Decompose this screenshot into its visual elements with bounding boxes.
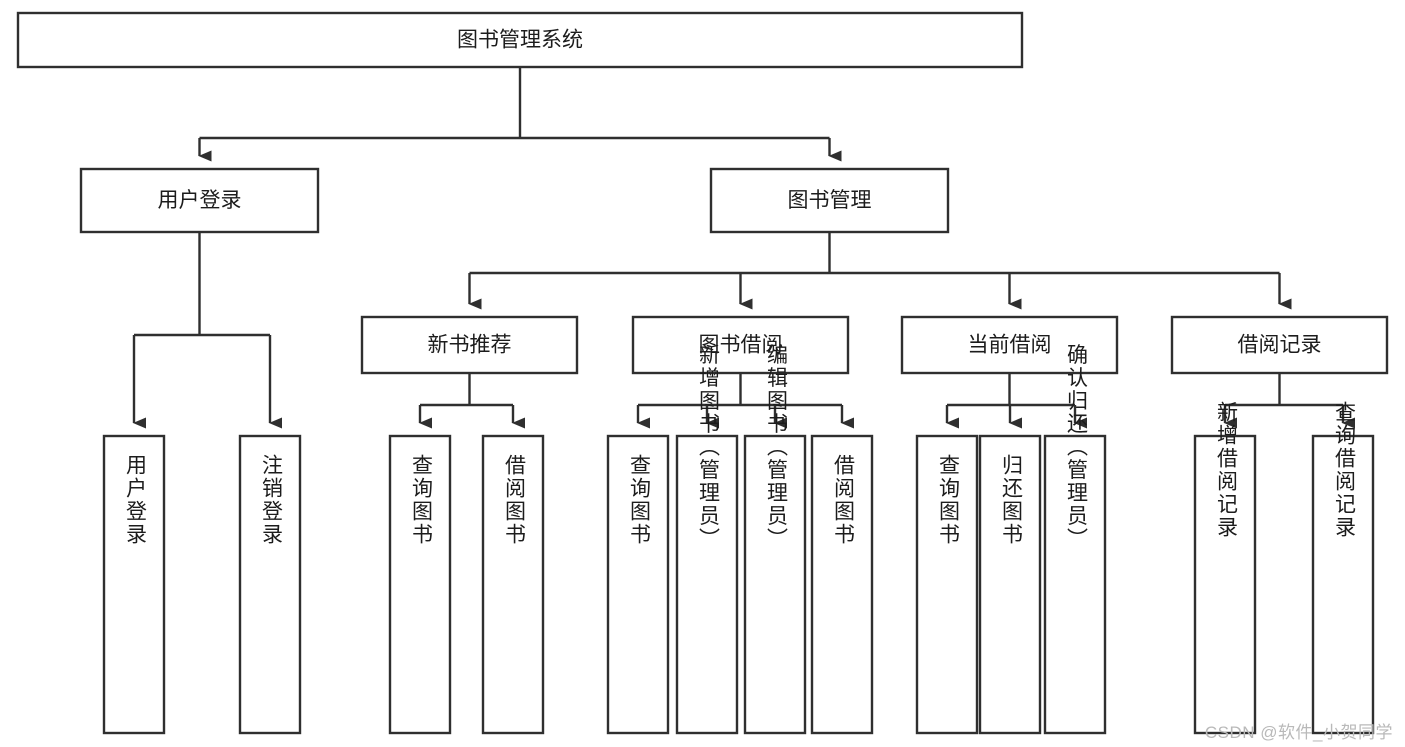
node-new-book-recommendation-label: 新书推荐 [428,334,512,357]
leaf-query-books-current-label: 查询图书 [936,454,960,546]
leaf-query-books-borrow-label: 查询图书 [627,454,651,546]
node-current-borrowing-label: 当前借阅 [968,334,1052,357]
leaf-borrow-books-recommend-box[interactable] [481,434,545,735]
leaf-return-books-box[interactable] [978,434,1042,735]
node-book-management[interactable]: 图书管理 [709,167,950,234]
node-current-borrowing[interactable]: 当前借阅 [900,315,1119,375]
node-book-management-box[interactable] [709,167,950,234]
leaf-node-query-borrow-record[interactable]: 查询借阅记录 [1311,401,1375,735]
leaf-query-borrow-record-label: 查询借阅记录 [1332,401,1356,539]
node-user-login-box[interactable] [79,167,320,234]
node-book-borrowing-label: 图书借阅 [699,334,783,357]
leaf-logout-box[interactable] [238,434,302,735]
leaf-confirm-return-admin-label: 确认归还（管理员） [1064,344,1088,551]
leaf-query-books-recommend-label: 查询图书 [409,454,433,546]
leaf-query-books-recommend-box[interactable] [388,434,452,735]
node-borrowing-records-label: 借阅记录 [1238,334,1322,357]
leaf-borrow-books-label: 借阅图书 [831,454,855,546]
node-new-book-recommendation-box[interactable] [360,315,579,375]
node-borrowing-records[interactable]: 借阅记录 [1170,315,1389,375]
node-current-borrowing-box[interactable] [900,315,1119,375]
node-book-borrowing-box[interactable] [631,315,850,375]
leaf-user-login-box[interactable] [102,434,166,735]
leaf-node-return-books[interactable]: 归还图书 [978,434,1042,735]
node-root-box[interactable] [16,11,1024,69]
leaf-logout-label: 注销登录 [259,454,283,546]
node-new-book-recommendation[interactable]: 新书推荐 [360,315,579,375]
leaf-node-query-books-current[interactable]: 查询图书 [915,434,979,735]
leaf-user-login-label: 用户登录 [123,454,147,546]
leaf-query-borrow-record-box[interactable] [1311,434,1375,735]
leaf-edit-book-admin-box[interactable] [743,434,807,735]
leaf-node-query-books-borrow[interactable]: 查询图书 [606,434,670,735]
leaf-node-edit-book-admin[interactable]: 编辑图书（管理员） [743,344,807,735]
leaf-borrow-books-recommend-label: 借阅图书 [502,454,526,546]
leaf-node-add-book-admin[interactable]: 新增图书（管理员） [675,344,739,735]
node-user-login-label: 用户登录 [158,189,242,212]
leaf-node-add-borrow-record[interactable]: 新增借阅记录 [1193,401,1257,735]
leaf-add-borrow-record-label: 新增借阅记录 [1214,401,1238,539]
node-user-login[interactable]: 用户登录 [79,167,320,234]
node-book-management-label: 图书管理 [788,189,872,212]
leaf-add-borrow-record-box[interactable] [1193,434,1257,735]
leaf-node-query-books-recommend[interactable]: 查询图书 [388,434,452,735]
connector-group [132,67,1355,429]
node-borrowing-records-box[interactable] [1170,315,1389,375]
leaf-confirm-return-admin-box[interactable] [1043,434,1107,735]
node-root-book-management-system[interactable]: 图书管理系统 [16,11,1024,69]
leaf-add-book-admin-box[interactable] [675,434,739,735]
leaf-add-book-admin-label: 新增图书（管理员） [696,344,720,551]
leaf-query-books-borrow-box[interactable] [606,434,670,735]
node-book-borrowing[interactable]: 图书借阅 [631,315,850,375]
leaf-node-borrow-books-recommend[interactable]: 借阅图书 [481,434,545,735]
leaf-query-books-current-box[interactable] [915,434,979,735]
node-root-label: 图书管理系统 [457,29,583,52]
leaf-node-logout[interactable]: 注销登录 [238,434,302,735]
leaf-return-books-label: 归还图书 [999,454,1023,546]
leaf-node-user-login[interactable]: 用户登录 [102,434,166,735]
leaf-node-borrow-books[interactable]: 借阅图书 [810,434,874,735]
leaf-edit-book-admin-label: 编辑图书（管理员） [764,344,788,551]
leaf-borrow-books-box[interactable] [810,434,874,735]
leaf-node-confirm-return-admin[interactable]: 确认归还（管理员） [1043,344,1107,735]
